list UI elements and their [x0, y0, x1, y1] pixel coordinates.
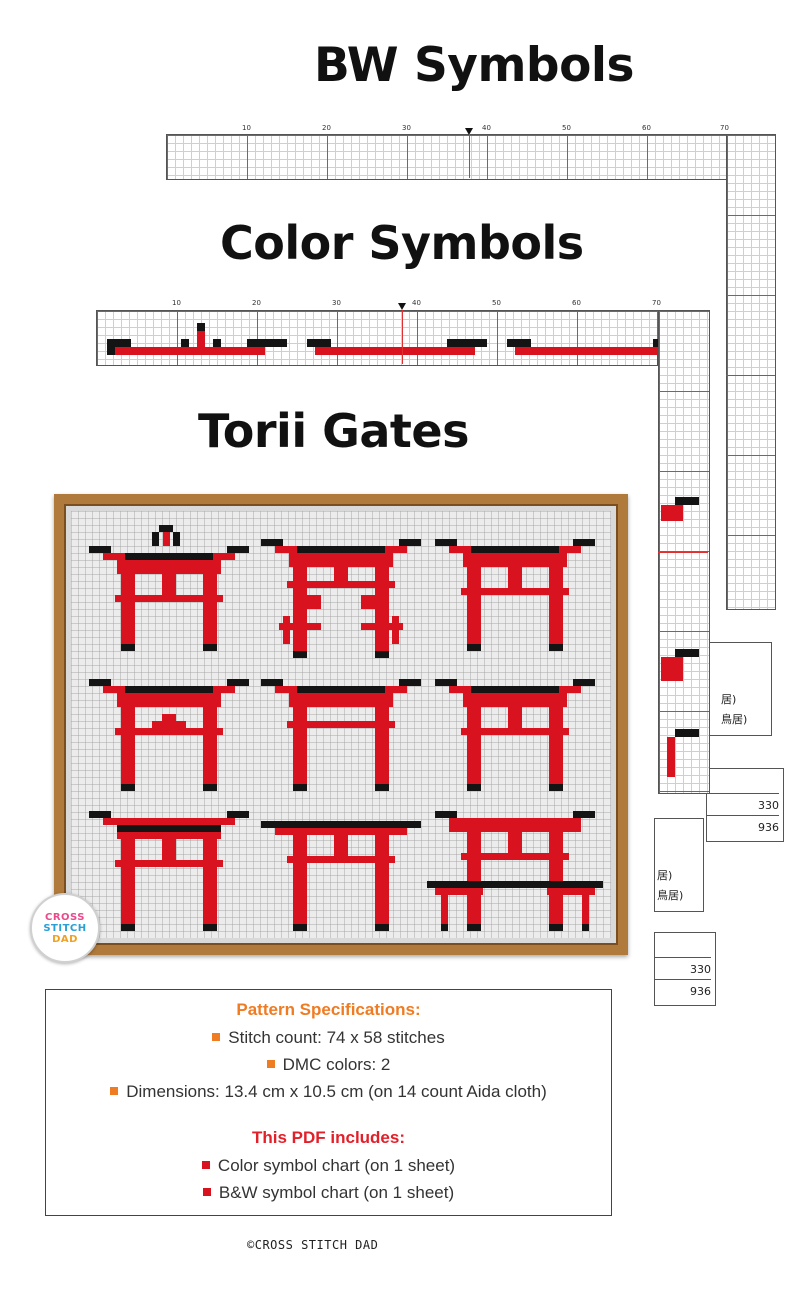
color-key-box: 居) 鳥居) — [654, 818, 704, 912]
bw-center-line-horizontal — [726, 375, 774, 376]
bw-ruler-70: 70 — [720, 124, 729, 132]
spec-item-text: Stitch count: 74 x 58 stitches — [228, 1028, 445, 1047]
logo-line-1: CROSS — [45, 911, 85, 923]
spec-item: Dimensions: 13.4 cm x 10.5 cm (on 14 cou… — [46, 1082, 611, 1102]
color-ruler-20: 20 — [252, 299, 261, 307]
color-chart-top-strip — [96, 310, 710, 366]
square-bullet-icon — [110, 1087, 119, 1095]
aida-cloth — [71, 511, 611, 938]
bw-key-values: 330 936 — [706, 768, 784, 842]
bw-key-box: 居) 鳥居) — [706, 642, 772, 736]
color-center-arrow — [398, 303, 406, 310]
bw-center-arrow — [465, 128, 473, 135]
torii-gate — [435, 539, 595, 651]
color-symbols-heading: Color Symbols — [220, 216, 584, 270]
color-ruler-40: 40 — [412, 299, 421, 307]
bw-ruler-60: 60 — [642, 124, 651, 132]
bw-center-line — [469, 134, 470, 178]
torii-gate — [261, 821, 421, 931]
square-bullet-icon — [266, 1060, 275, 1068]
bw-ruler-30: 30 — [402, 124, 411, 132]
square-bullet-icon — [201, 1161, 210, 1169]
pdf-item: Color symbol chart (on 1 sheet) — [46, 1156, 611, 1176]
framed-pattern-preview — [54, 494, 628, 955]
bw-chart-top-strip — [166, 134, 776, 180]
logo-line-2: STITCH — [43, 922, 87, 934]
torii-gate — [261, 679, 421, 791]
color-key-value-1: 330 — [655, 957, 711, 976]
torii-gate — [89, 811, 249, 931]
specs-title: Pattern Specifications: — [236, 1000, 421, 1019]
color-ruler-30: 30 — [332, 299, 341, 307]
pattern-specifications-box: Pattern Specifications: Stitch count: 74… — [45, 989, 612, 1216]
bw-chart-side-strip — [726, 134, 776, 610]
bw-key-line-1: 居) — [721, 693, 737, 706]
color-key-line-1: 居) — [657, 869, 673, 882]
copyright-footer: ©CROSS STITCH DAD — [247, 1238, 379, 1252]
bw-key-value-1: 330 — [707, 793, 779, 812]
pdf-item-text: Color symbol chart (on 1 sheet) — [217, 1156, 456, 1175]
pdf-item-text: B&W symbol chart (on 1 sheet) — [218, 1183, 455, 1202]
spec-item-text: Dimensions: 13.4 cm x 10.5 cm (on 14 cou… — [126, 1082, 547, 1101]
torii-gate — [89, 679, 249, 791]
square-bullet-icon — [202, 1188, 211, 1196]
logo-line-3: DAD — [52, 933, 78, 945]
bw-key-value-2: 936 — [707, 815, 779, 834]
bw-ruler-50: 50 — [562, 124, 571, 132]
square-bullet-icon — [212, 1033, 221, 1041]
color-key-values: 330 936 — [654, 932, 716, 1006]
color-ruler-10: 10 — [172, 299, 181, 307]
pdf-includes-title: This PDF includes: — [251, 1128, 406, 1147]
color-ruler-70: 70 — [652, 299, 661, 307]
color-key-value-2: 936 — [655, 979, 711, 998]
bw-ruler-10: 10 — [242, 124, 251, 132]
torii-gate — [427, 811, 603, 931]
spec-item: Stitch count: 74 x 58 stitches — [46, 1028, 611, 1048]
bw-ruler-20: 20 — [322, 124, 331, 132]
color-key-line-2: 鳥居) — [657, 889, 684, 902]
pdf-item: B&W symbol chart (on 1 sheet) — [46, 1183, 611, 1203]
spec-item-text: DMC colors: 2 — [282, 1055, 391, 1074]
spec-item: DMC colors: 2 — [46, 1055, 611, 1075]
bw-key-line-2: 鳥居) — [721, 713, 748, 726]
bw-symbols-heading: BW Symbols — [314, 38, 634, 93]
torii-gates-heading: Torii Gates — [198, 404, 469, 458]
color-chart-side-strip — [658, 310, 710, 794]
torii-gate — [261, 539, 421, 663]
cross-stitch-dad-logo: CROSS STITCH DAD — [30, 893, 100, 963]
color-center-line-horizontal — [658, 552, 708, 553]
color-center-line — [402, 310, 403, 364]
torii-gate — [435, 679, 595, 791]
bw-ruler-40: 40 — [482, 124, 491, 132]
color-ruler-50: 50 — [492, 299, 501, 307]
color-ruler-60: 60 — [572, 299, 581, 307]
torii-gate — [89, 525, 249, 651]
